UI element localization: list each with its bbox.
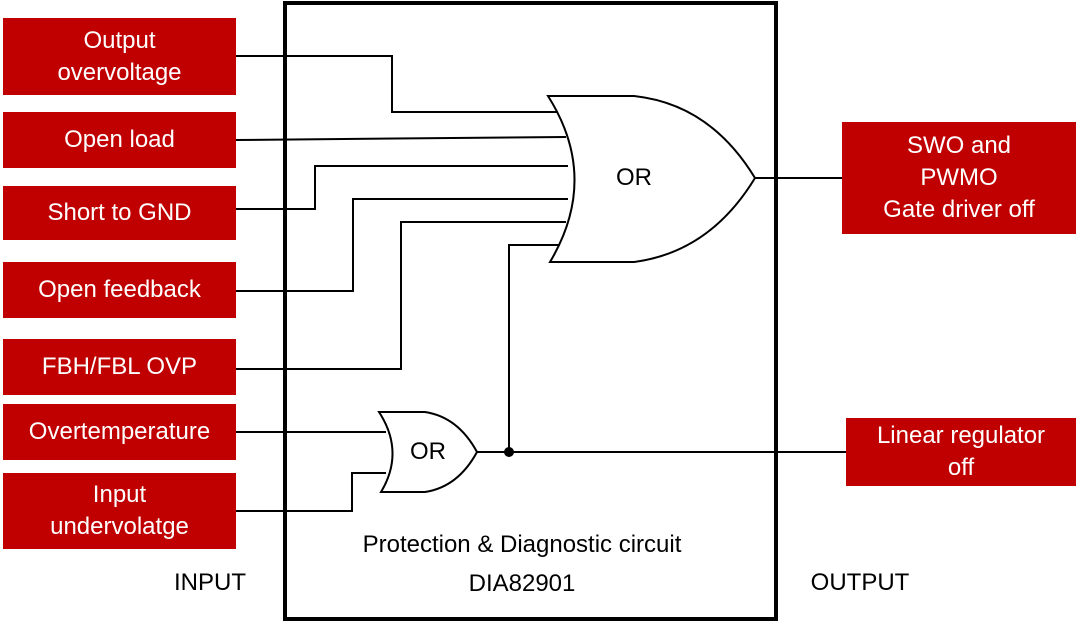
chip-boundary: [283, 1, 778, 621]
input-undervoltage: Input undervolatge: [3, 473, 236, 549]
wire-fbh-fbl-ovp: [236, 221, 566, 370]
wire-feedback-to-main-or: [508, 244, 560, 452]
wire-short-to-gnd: [236, 165, 568, 210]
output-section-label: OUTPUT: [810, 569, 910, 596]
main-or-gate: [546, 95, 757, 263]
input-short-to-gnd: Short to GND: [3, 186, 236, 240]
junction-dot: [504, 447, 514, 457]
input-open-feedback: Open feedback: [3, 262, 236, 318]
output-linear-regulator-off: Linear regulator off: [846, 418, 1076, 486]
input-output-overvoltage: Output overvoltage: [3, 18, 236, 95]
wire-input-undervoltage: [236, 472, 386, 512]
wire-open-feedback: [236, 198, 568, 292]
wire-output-overvoltage: [236, 55, 560, 113]
small-or-label: OR: [410, 438, 446, 465]
main-or-label: OR: [616, 164, 652, 191]
output-gate-driver-off: SWO and PWMO Gate driver off: [842, 122, 1076, 234]
circuit-label: Protection & Diagnostic circuit: [362, 531, 682, 558]
part-number-label: DIA82901: [468, 570, 576, 597]
small-or-gate: [377, 411, 479, 493]
input-fbh-fbl-ovp: FBH/FBL OVP: [3, 339, 236, 395]
input-open-load: Open load: [3, 112, 236, 168]
wire-open-load: [235, 136, 567, 141]
input-section-label: INPUT: [174, 569, 246, 596]
input-overtemperature: Overtemperature: [3, 404, 236, 460]
